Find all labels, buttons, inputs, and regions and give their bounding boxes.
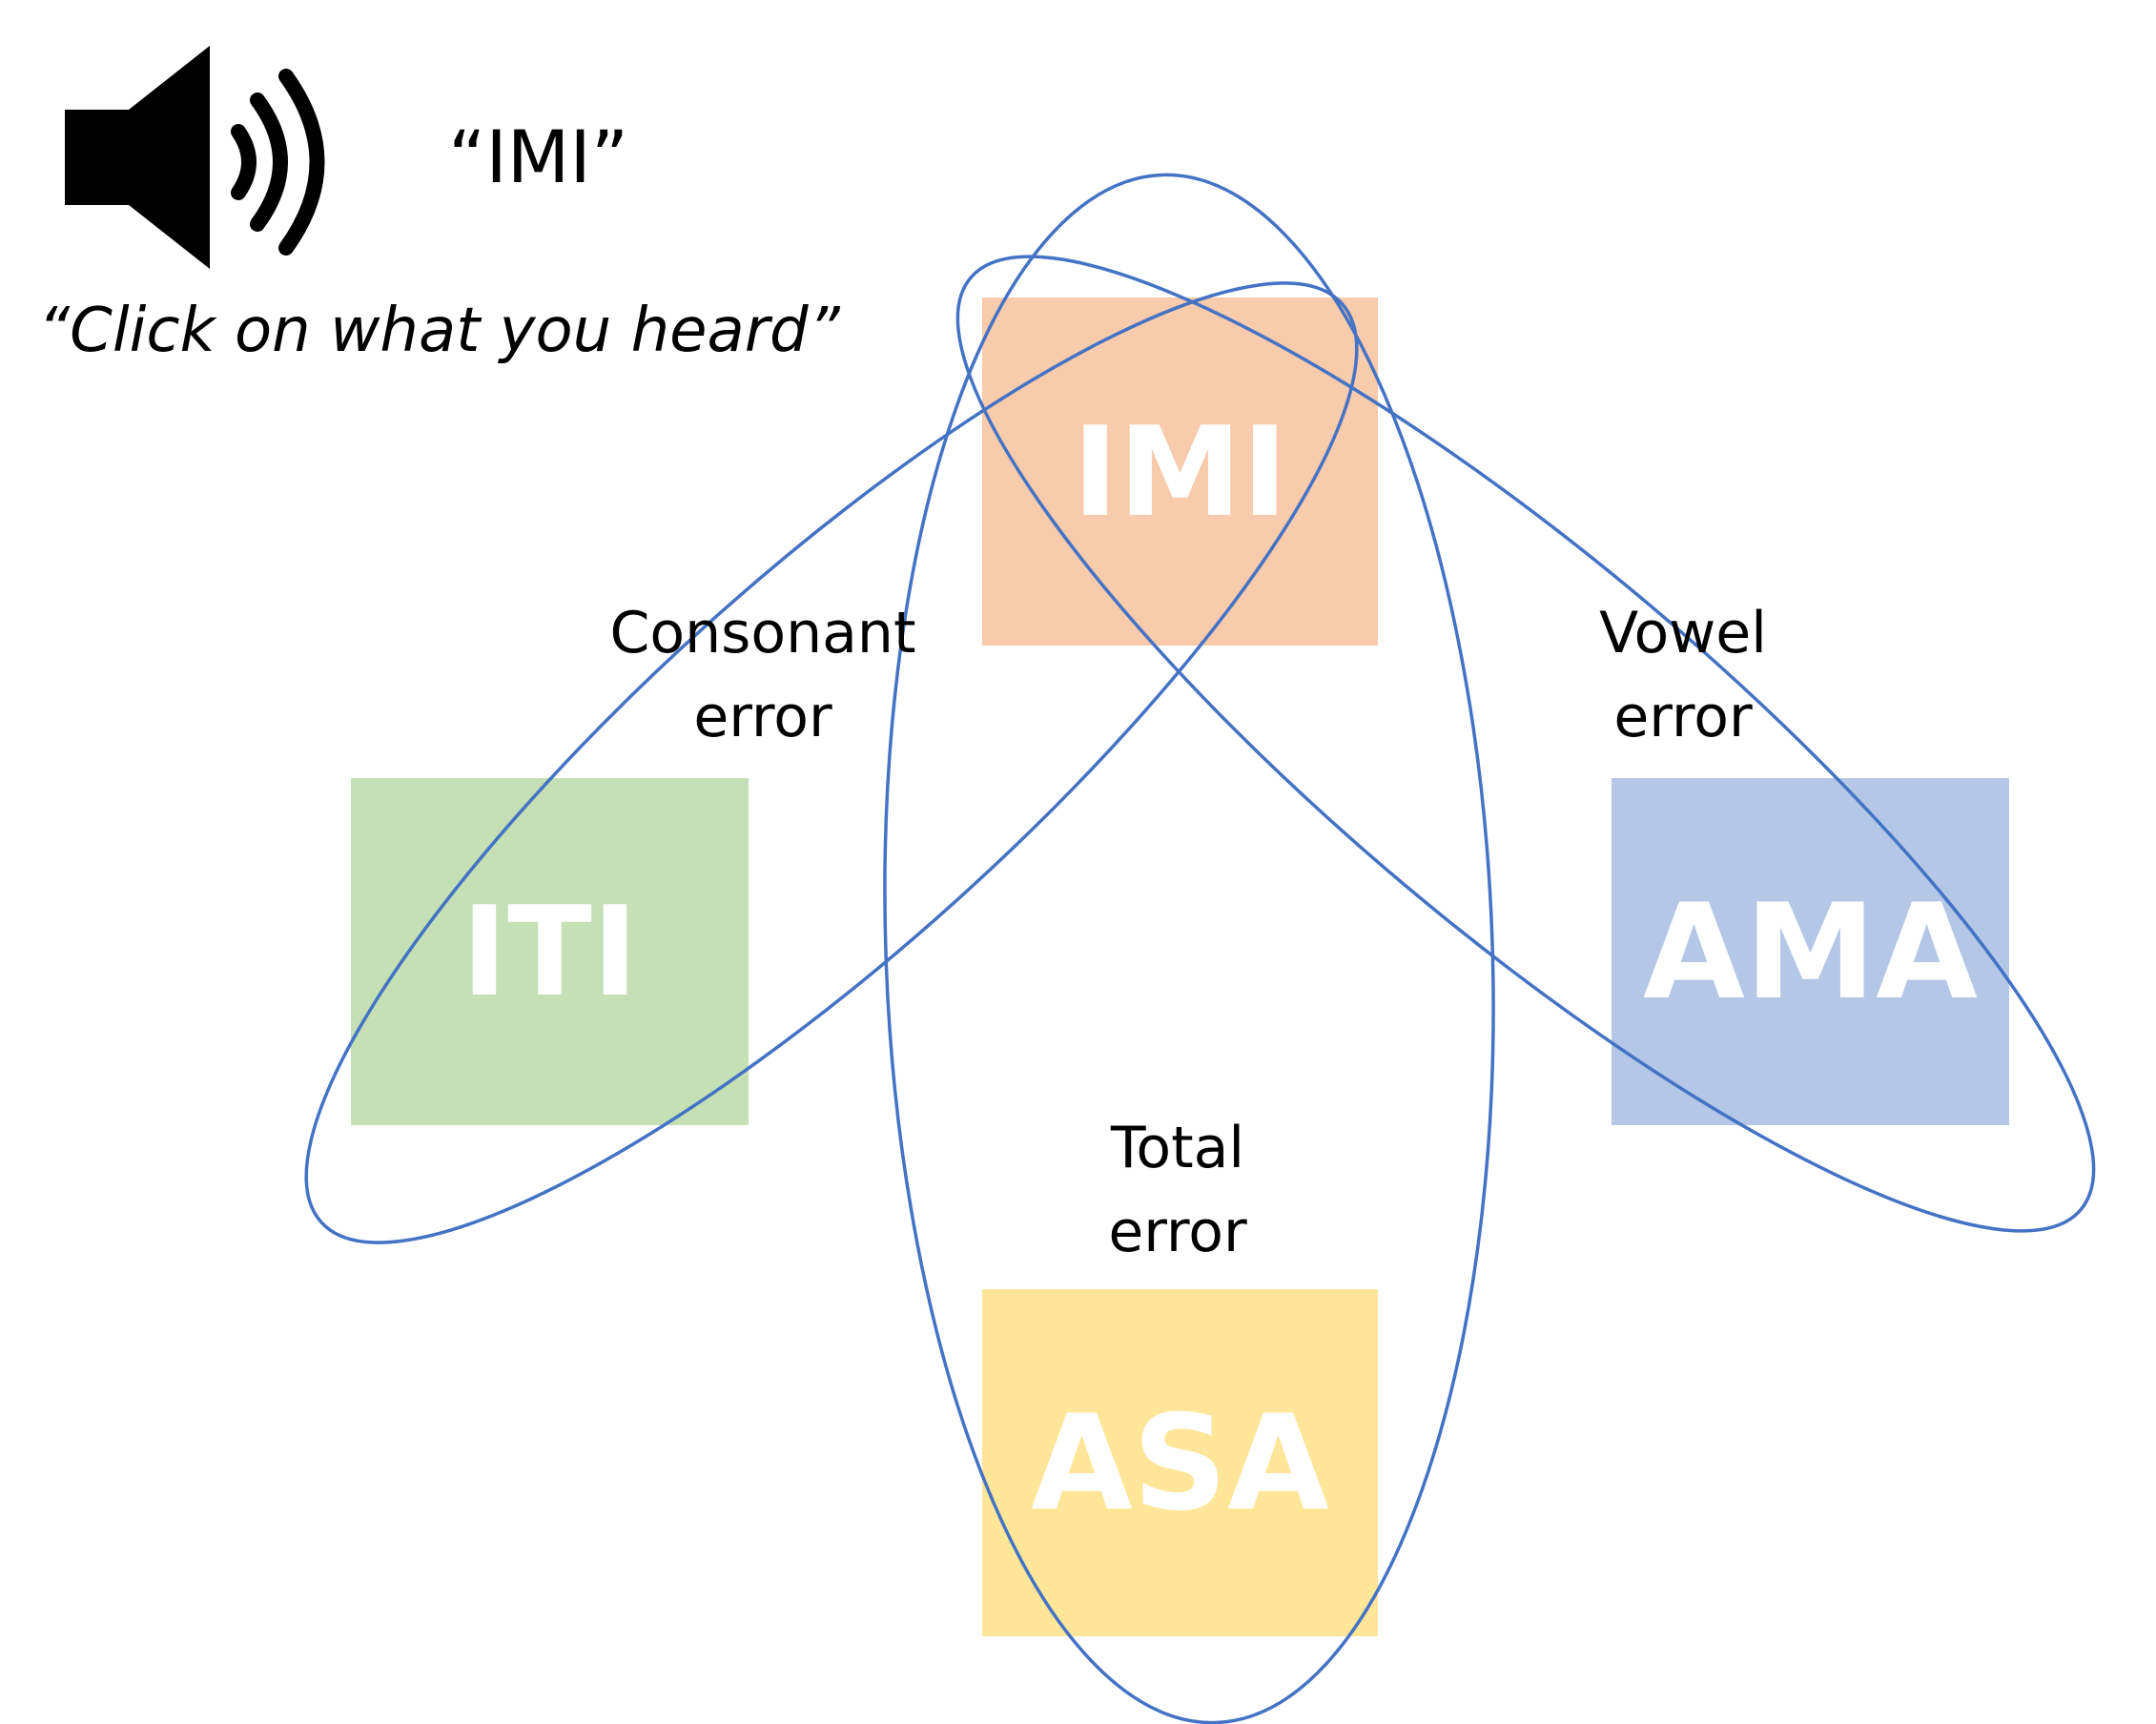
total-error-label: Total error [1058,1106,1297,1274]
tile-ama[interactable]: AMA [1612,778,2009,1125]
consonant-error-line2: error [693,684,832,750]
vowel-error-label: Vowel error [1564,591,1802,759]
total-error-line1: Total [1110,1115,1245,1181]
sound-wave-small [231,124,257,200]
vowel-error-line1: Vowel [1599,600,1767,667]
tile-asa-label: ASA [1031,1385,1329,1540]
tile-asa[interactable]: ASA [982,1289,1378,1636]
sound-wave-medium [250,92,288,232]
sound-wave-large [278,69,325,256]
speaker-body [65,46,210,269]
tile-iti-label: ITI [461,879,639,1024]
vowel-error-line2: error [1613,684,1753,750]
instruction-text: “Click on what you heard” [38,296,840,366]
speaker-icon[interactable] [57,38,343,286]
tile-imi-label: IMI [1072,399,1288,544]
tile-imi[interactable]: IMI [982,298,1378,646]
consonant-error-line1: Consonant [609,600,916,667]
tile-ama-label: AMA [1643,874,1978,1029]
tile-iti[interactable]: ITI [351,778,749,1125]
total-error-line2: error [1108,1199,1247,1265]
consonant-error-label: Consonant error [591,591,934,759]
stimulus-text: “IMI” [448,114,629,199]
